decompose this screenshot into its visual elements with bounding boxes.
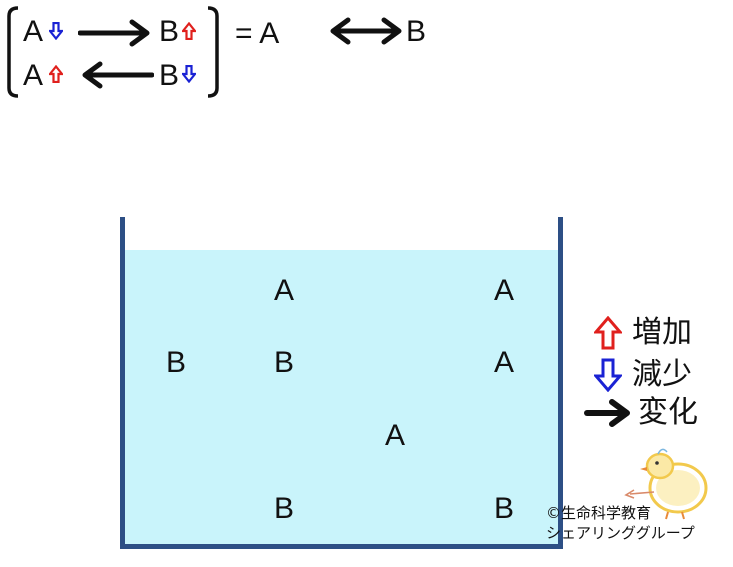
hollow-up-arrow-icon [49,65,63,83]
bold-right-arrow-icon [584,399,630,427]
backward-arrow-icon [82,61,154,89]
copyright-credit: ©生命科学教育 シェアリンググループ [546,503,695,543]
row2-species-a: A [23,59,44,92]
result-lhs: = A [235,17,280,50]
legend-decrease: 減少 [594,358,692,392]
row1-species-a: A [23,15,44,48]
molecule: B [494,492,515,525]
equilibrium-double-arrow-icon [330,17,402,45]
forward-arrow-icon [78,19,150,47]
beaker-bottom [120,544,563,549]
credit-line1: ©生命科学教育 [546,504,652,522]
chick-mascot-illustration [624,448,708,520]
credit-line2: シェアリンググループ [546,524,695,542]
molecule: A [385,419,406,452]
molecule: A [494,346,515,379]
beaker-left-wall [120,217,125,549]
molecule: A [494,274,515,307]
hollow-down-arrow-icon [49,22,63,40]
legend-decrease-label: 減少 [632,357,692,392]
hollow-down-arrow-icon [594,358,622,392]
beaker-water [124,250,558,544]
row2-species-b: B [159,59,180,92]
legend-increase-label: 増加 [632,315,692,350]
hollow-down-arrow-icon [182,65,196,83]
hollow-up-arrow-icon [594,316,622,350]
molecule: B [166,346,187,379]
right-bracket [207,6,219,98]
molecule: B [274,492,295,525]
row1-species-b: B [159,15,180,48]
legend-change: 変化 [584,398,698,428]
molecule: B [274,346,295,379]
molecule: A [274,274,295,307]
legend-increase: 増加 [594,316,692,350]
beaker-right-wall [558,217,563,549]
result-rhs: B [406,15,427,48]
hollow-up-arrow-icon [182,22,196,40]
legend-change-label: 変化 [638,395,698,430]
left-bracket [7,6,19,98]
